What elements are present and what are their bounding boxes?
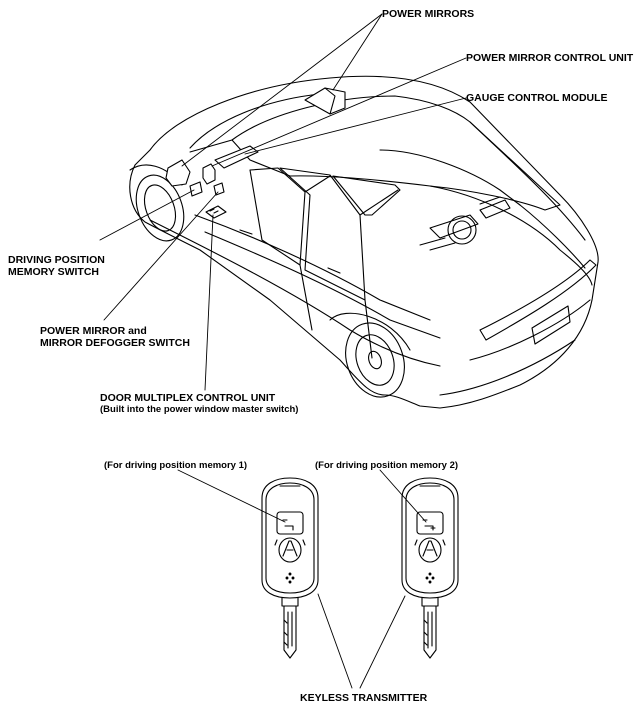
label-power-mirror-control-unit: POWER MIRROR CONTROL UNIT <box>466 52 634 64</box>
leader-door-multiplex <box>204 214 214 391</box>
label-driving-position-line1: DRIVING POSITION <box>8 254 105 266</box>
label-memory-1: (For driving position memory 1) <box>104 460 248 471</box>
label-power-mirror-switch-line2: MIRROR DEFOGGER SWITCH <box>40 337 190 349</box>
leader-power-mirror-roof <box>332 13 383 91</box>
leader-keyless-2 <box>359 595 406 689</box>
fob-leader-lines <box>177 469 427 689</box>
label-door-multiplex-line1: DOOR MULTIPLEX CONTROL UNIT <box>100 392 276 404</box>
leader-keyless-1 <box>317 593 353 689</box>
leader-mirror-control-unit <box>211 57 467 167</box>
leader-power-mirror-left <box>181 13 383 167</box>
leader-memory-switch <box>99 189 195 241</box>
keyless-transmitter-1 <box>261 477 319 659</box>
car-illustration <box>129 75 599 409</box>
label-door-multiplex-line2: (Built into the power window master swit… <box>100 404 299 415</box>
leader-memory-1 <box>177 469 286 523</box>
leader-mirror-switch <box>103 191 219 321</box>
label-gauge-control-module: GAUGE CONTROL MODULE <box>466 92 608 104</box>
leader-lines <box>99 13 467 391</box>
label-memory-2: (For driving position memory 2) <box>315 460 459 471</box>
leader-memory-2 <box>379 469 427 523</box>
keyless-transmitter-2 <box>401 477 459 659</box>
label-power-mirror-switch-line1: POWER MIRROR and <box>40 325 147 337</box>
label-keyless-transmitter: KEYLESS TRANSMITTER <box>300 692 428 704</box>
label-driving-position-line2: MEMORY SWITCH <box>8 266 99 278</box>
label-power-mirrors: POWER MIRRORS <box>382 8 475 20</box>
leader-gauge-module <box>244 97 467 155</box>
